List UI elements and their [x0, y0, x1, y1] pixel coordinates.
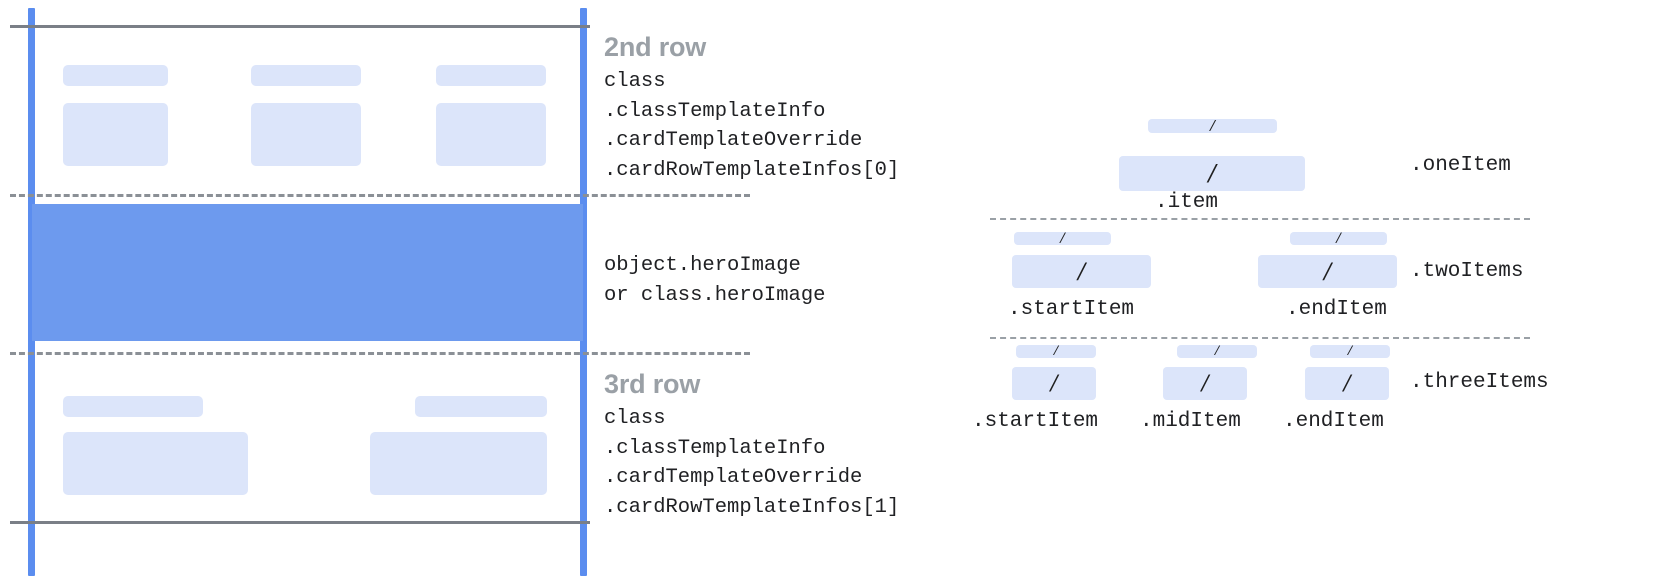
one-item-top-chip: / [1148, 119, 1277, 133]
third-row-code-line-0: class [604, 407, 666, 431]
two-items-group-label: .twoItems [1410, 260, 1524, 283]
two-items-start-main-chip: / [1012, 255, 1151, 288]
third-row-code-line-3: .cardRowTemplateInfos[1] [604, 496, 900, 520]
second-row-body-placeholder-3 [436, 103, 546, 166]
third-row-label-placeholder-2 [415, 396, 547, 417]
three-items-cell-label-0: .startItem [972, 410, 1099, 433]
two-items-cell-label-0: .startItem [1008, 298, 1135, 321]
third-row-title: 3rd row [604, 369, 701, 399]
two-items-end-top-chip: / [1290, 232, 1387, 245]
three-items-mid-top-chip: / [1177, 345, 1257, 358]
second-row-code-line-2: .cardTemplateOverride [604, 129, 863, 153]
third-row-body-placeholder-2 [370, 432, 547, 495]
slash-glyph: / [1210, 119, 1215, 133]
third-row-body-placeholder-1 [63, 432, 248, 495]
three-items-cell-label-2: .endItem [1283, 410, 1384, 433]
second-row-code-line-1: .classTemplateInfo [604, 99, 826, 123]
three-items-start-main-chip: / [1012, 367, 1096, 400]
slash-glyph: / [1336, 232, 1341, 245]
third-row-code-line-2: .cardTemplateOverride [604, 466, 863, 490]
two-items-start-top-chip: / [1014, 232, 1111, 245]
slash-glyph: / [1347, 345, 1353, 358]
two-items-end-main-chip: / [1258, 255, 1397, 288]
second-row-body-placeholder-1 [63, 103, 168, 166]
item-layout-diagram: / / .item .oneItem / / .startItem / / .e… [950, 0, 1676, 584]
second-row-label-placeholder-3 [436, 65, 546, 86]
three-items-start-top-chip: / [1016, 345, 1096, 358]
one-two-divider [990, 218, 1530, 220]
second-row-annotation: 2nd row class .classTemplateInfo .cardTe… [604, 32, 899, 186]
one-item-cell-label-0: .item [1155, 191, 1219, 214]
three-items-end-top-chip: / [1310, 345, 1390, 358]
two-items-cell-label-1: .endItem [1286, 298, 1387, 321]
second-row-hero-divider [10, 194, 750, 197]
second-row-body-placeholder-2 [251, 103, 361, 166]
one-item-group-label: .oneItem [1410, 154, 1511, 177]
hero-code-line-0: object.heroImage [604, 254, 801, 277]
card-template-diagram [0, 0, 750, 584]
slash-glyph: / [1050, 369, 1058, 397]
slash-glyph: / [1323, 256, 1332, 286]
slash-glyph: / [1053, 345, 1059, 358]
right-guide-rail [580, 8, 587, 576]
one-item-main-chip: / [1119, 156, 1305, 191]
three-items-cell-label-1: .midItem [1140, 410, 1241, 433]
third-row-annotation: 3rd row class .classTemplateInfo .cardTe… [604, 369, 899, 523]
card-bottom-rule [10, 521, 590, 524]
second-row-code-line-0: class [604, 70, 666, 94]
third-row-label-placeholder-1 [63, 396, 203, 417]
slash-glyph: / [1077, 256, 1086, 286]
hero-image-annotation: object.heroImage or class.heroImage [604, 251, 825, 310]
second-row-title: 2nd row [604, 32, 707, 62]
slash-glyph: / [1214, 345, 1220, 358]
second-row-label-placeholder-1 [63, 65, 168, 86]
slash-glyph: / [1201, 369, 1209, 397]
second-row-label-placeholder-2 [251, 65, 361, 86]
third-row-code-line-1: .classTemplateInfo [604, 436, 826, 460]
three-items-end-main-chip: / [1305, 367, 1389, 400]
hero-code-line-1: or class.heroImage [604, 283, 826, 307]
slash-glyph: / [1343, 369, 1351, 397]
three-items-mid-main-chip: / [1163, 367, 1247, 400]
second-row-code-line-3: .cardRowTemplateInfos[0] [604, 159, 900, 183]
hero-image-band [32, 204, 583, 341]
left-guide-rail [28, 8, 35, 576]
two-three-divider [990, 337, 1530, 339]
hero-third-row-divider [10, 352, 750, 355]
three-items-group-label: .threeItems [1410, 371, 1549, 394]
slash-glyph: / [1060, 232, 1065, 245]
slash-glyph: / [1208, 158, 1216, 188]
card-top-rule [10, 25, 590, 28]
